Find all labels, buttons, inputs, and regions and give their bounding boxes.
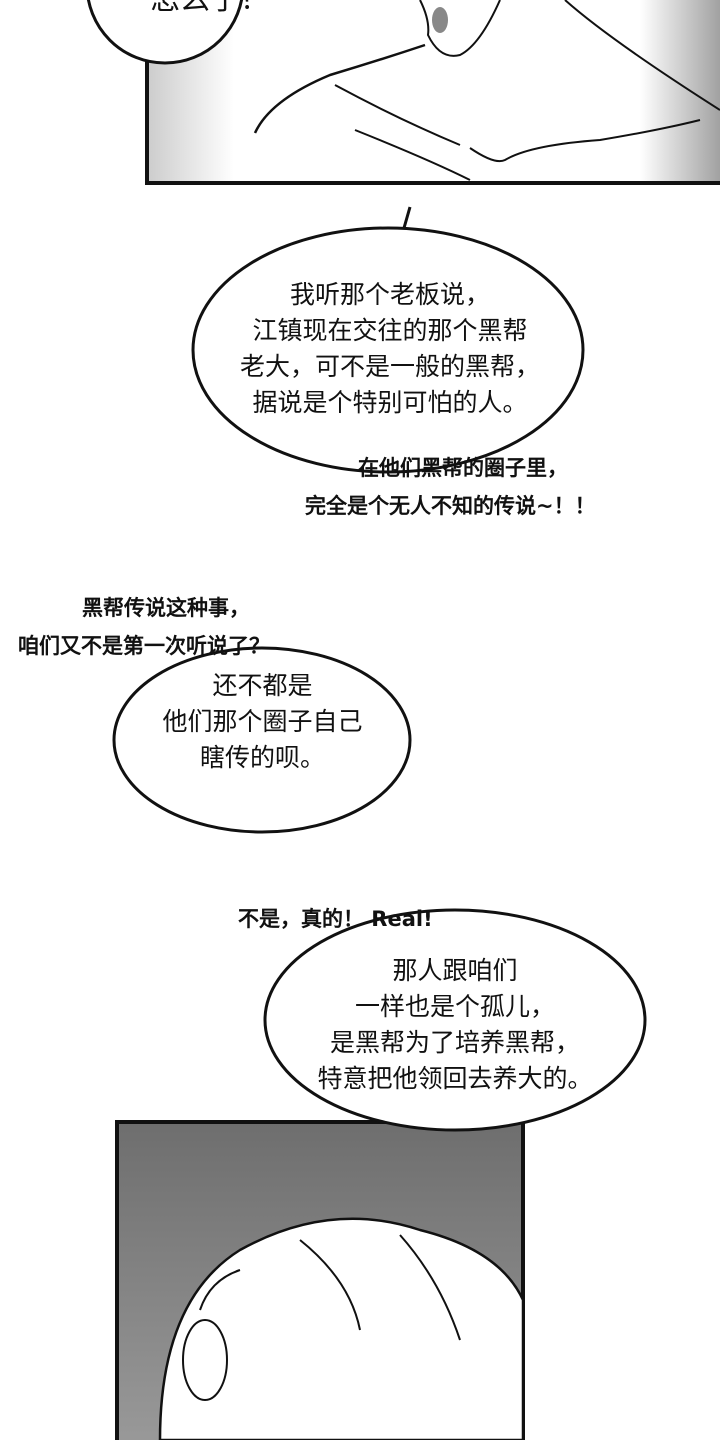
aside-text: 不是，真的！ Real!	[238, 907, 433, 931]
bottom-panel	[115, 1120, 525, 1440]
speech-bubble-4	[263, 908, 647, 1132]
speech-bubble-3	[112, 646, 412, 834]
aside-text: 在他们黑帮的圈子里，	[358, 456, 568, 480]
bubble-3-text: 还不都是他们那个圈子自己瞎传的呗。	[115, 668, 410, 776]
bubble-2-text: 我听那个老板说， 江镇现在交往的那个黑帮老大，可不是一般的黑帮， 据说是个特别可怕的…	[195, 277, 585, 421]
bubble-2-line: 老大，可不是一般的黑帮，	[239, 352, 540, 381]
bubble-1-text: 怎么了？	[150, 0, 270, 18]
top-panel	[145, 0, 720, 185]
aside-text: 咱们又不是第一次听说了？	[18, 634, 270, 658]
bubble-2-line: 江镇现在交往的那个黑帮	[252, 316, 528, 345]
aside-text: 黑帮传说这种事，	[82, 596, 250, 620]
bubble-2-line: 我听那个老板说，	[289, 280, 490, 309]
bubble-4-text: 那人跟咱们一样也是个孤儿， 是黑帮为了培养黑帮， 特意把他领回去养大的。	[270, 953, 640, 1097]
bubble-3-line: 还不都是	[212, 671, 313, 700]
bubble-4-line: 那人跟咱们	[392, 956, 518, 985]
bubble-4-line: 一样也是个孤儿，	[354, 992, 555, 1021]
speech-bubble-2	[191, 226, 585, 474]
bubble-4-line: 特意把他领回去养大的。	[317, 1064, 593, 1093]
aside-text: 完全是个无人不知的传说~！！	[305, 494, 596, 518]
bubble-2-line: 据说是个特别可怕的人。	[252, 388, 528, 417]
speech-bubble-1	[86, 0, 244, 65]
bubble-3-line: 瞎传的呗。	[199, 743, 325, 772]
bubble-4-line: 是黑帮为了培养黑帮，	[329, 1028, 580, 1057]
bubble-3-line: 他们那个圈子自己	[162, 707, 363, 736]
